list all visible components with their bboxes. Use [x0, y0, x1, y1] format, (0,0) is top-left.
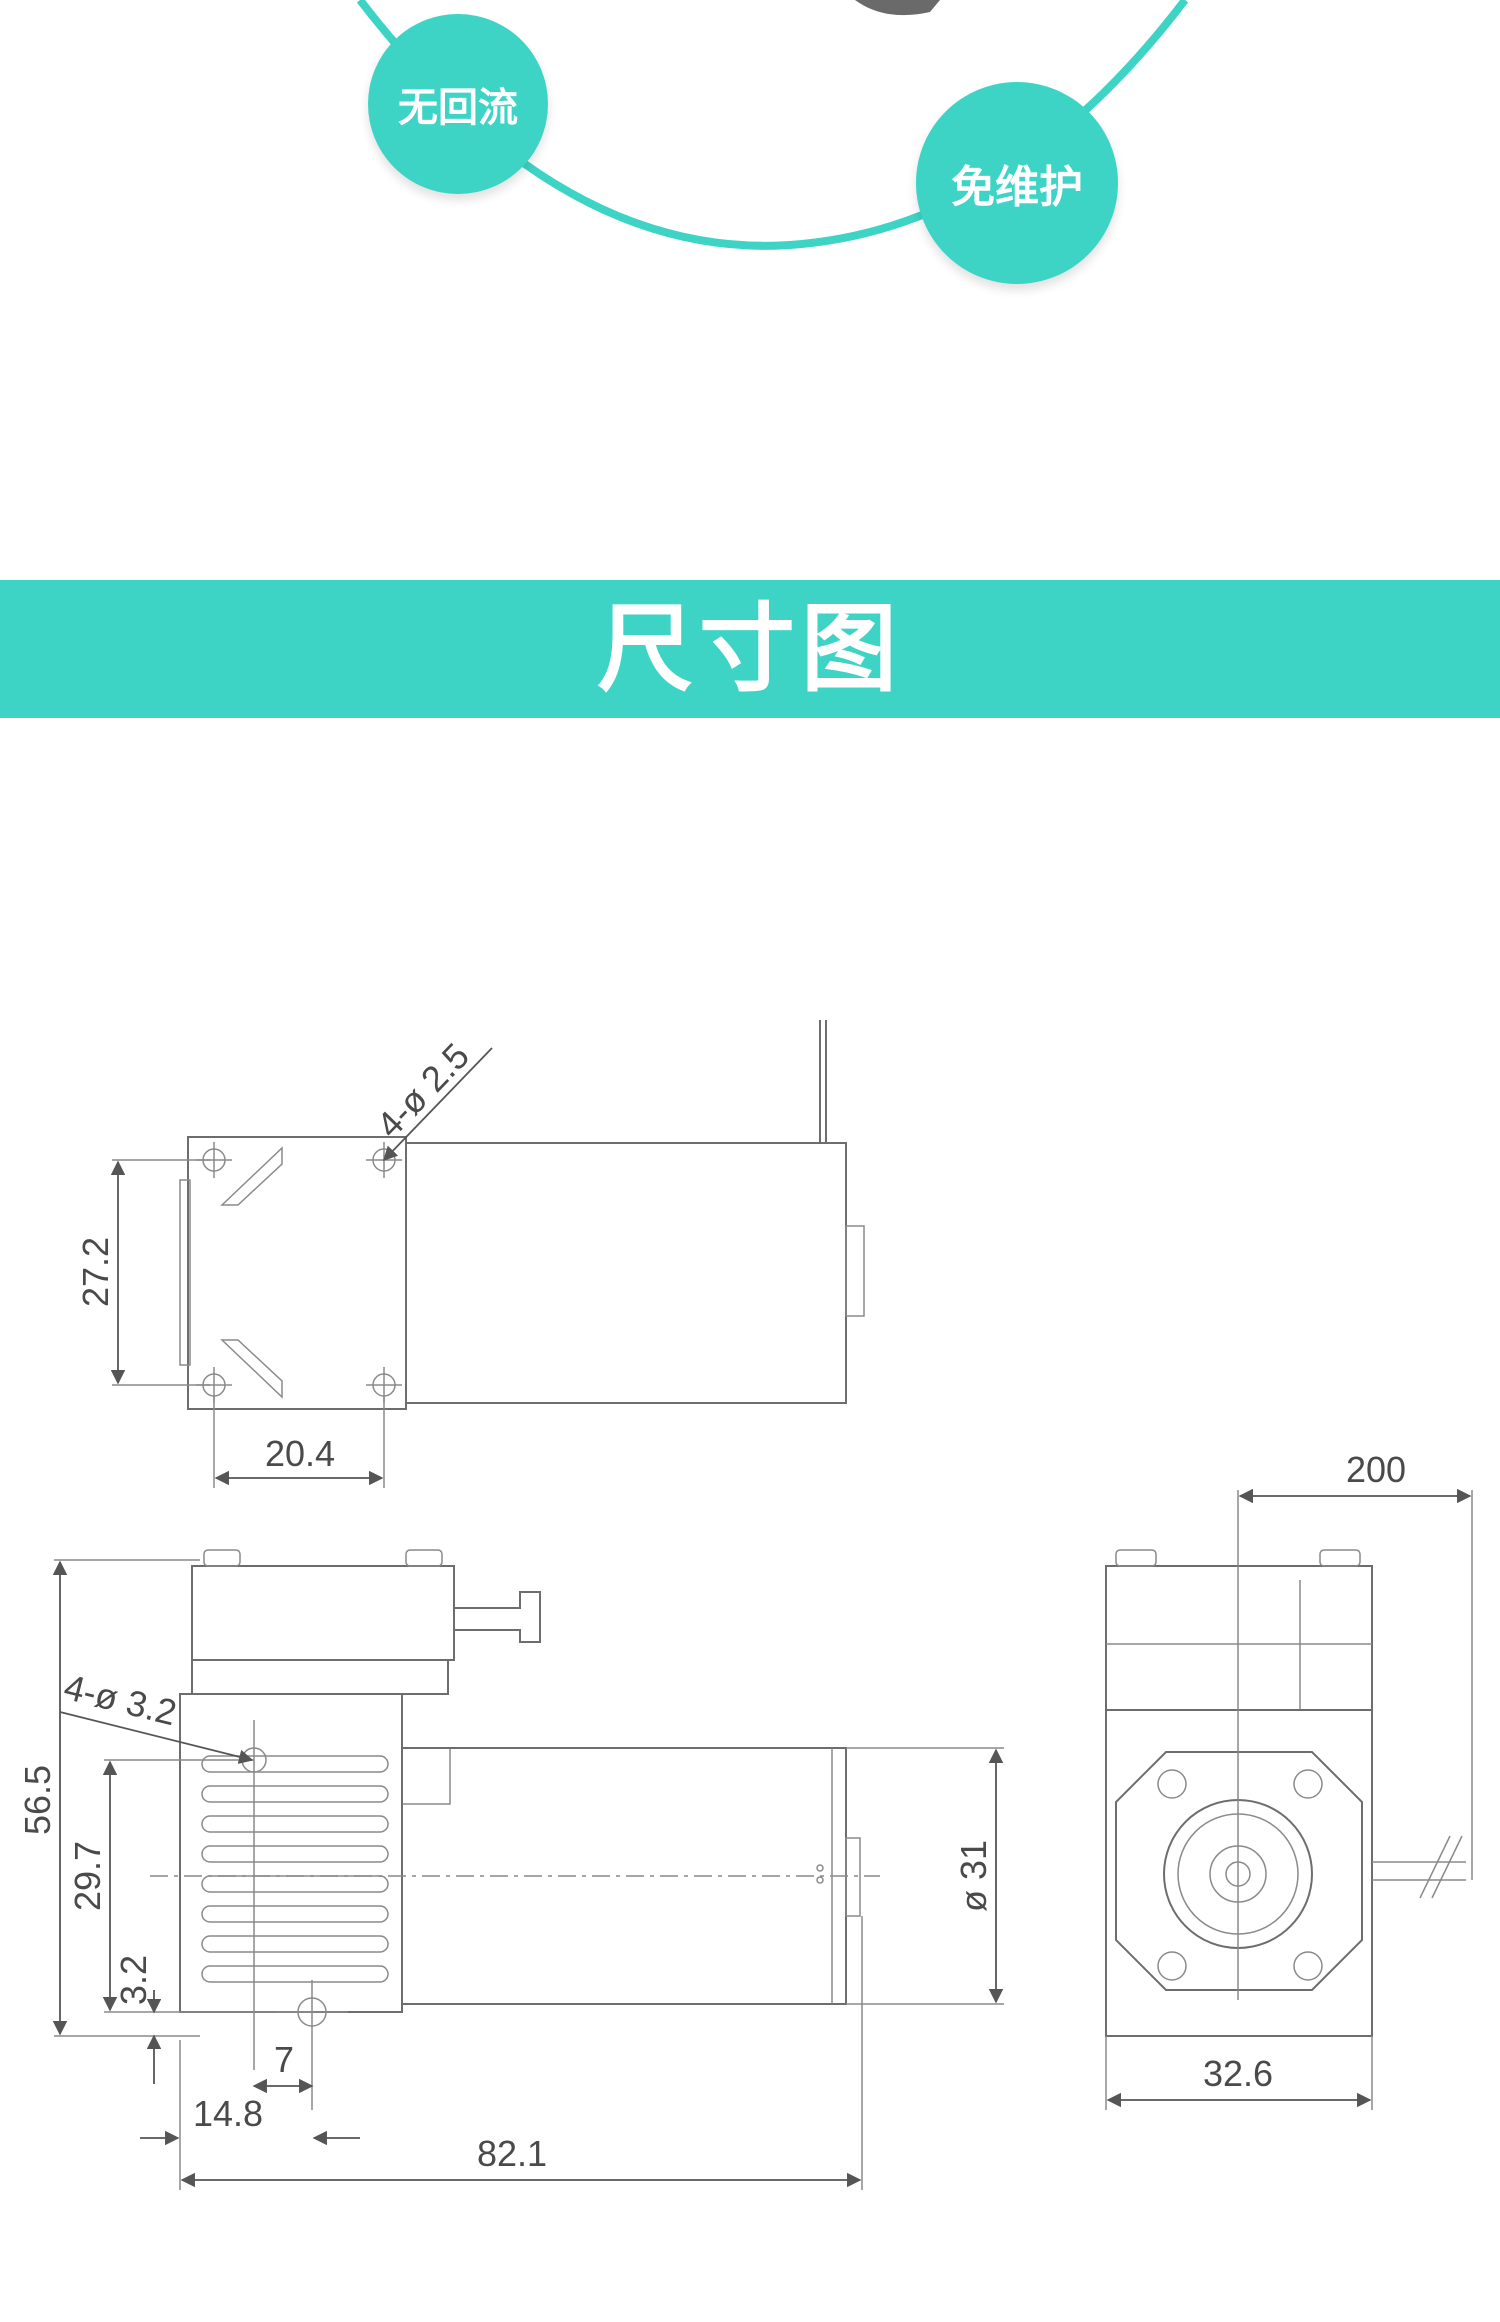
dim-label-82-1: 82.1 — [477, 2133, 547, 2174]
top-view: 27.2 20.4 4-ø 2.5 — [75, 1020, 865, 1488]
dim-label-hole-3-2: 4-ø 3.2 — [60, 1666, 181, 1733]
dim-label-7: 7 — [274, 2039, 294, 2080]
end-view-pump-head — [1105, 1565, 1373, 1711]
dim-label-3-2: 3.2 — [113, 1955, 154, 2005]
dim-label-27-2: 27.2 — [75, 1237, 116, 1307]
dim-label-14-8: 14.8 — [193, 2093, 263, 2134]
end-view-flange — [1115, 1751, 1363, 1991]
section-title: 尺寸图 — [597, 593, 903, 705]
dim-label-dia-31: ø 31 — [953, 1840, 994, 1912]
end-view: 200 32.6 — [1105, 1449, 1473, 2110]
section-header-bar: 尺寸图 — [0, 580, 1500, 718]
feature-label-no-backflow: 无回流 — [398, 85, 518, 131]
feature-label-maintenance-free: 免维护 — [951, 162, 1083, 213]
top-view-motor-body — [405, 1142, 847, 1404]
dim-label-hole-2-5: 4-ø 2.5 — [368, 1035, 477, 1146]
product-image-fragment — [855, 0, 940, 16]
dim-label-56-5: 56.5 — [17, 1765, 58, 1835]
feature-badge-maintenance-free: 免维护 — [916, 82, 1118, 284]
top-view-pump-head — [187, 1136, 407, 1410]
side-view-pump-head — [191, 1565, 455, 1661]
feature-badge-no-backflow: 无回流 — [368, 14, 548, 194]
dim-label-32-6: 32.6 — [1203, 2053, 1273, 2094]
side-view: 56.5 29.7 3.2 7 14.8 82.1 ø 31 4-ø 3.2 — [17, 1549, 1004, 2190]
dim-label-20-4: 20.4 — [265, 1433, 335, 1474]
dim-label-200: 200 — [1346, 1449, 1406, 1490]
side-view-bracket — [179, 1693, 403, 2013]
dim-label-29-7: 29.7 — [67, 1841, 108, 1911]
end-view-housing — [1105, 1709, 1373, 2037]
